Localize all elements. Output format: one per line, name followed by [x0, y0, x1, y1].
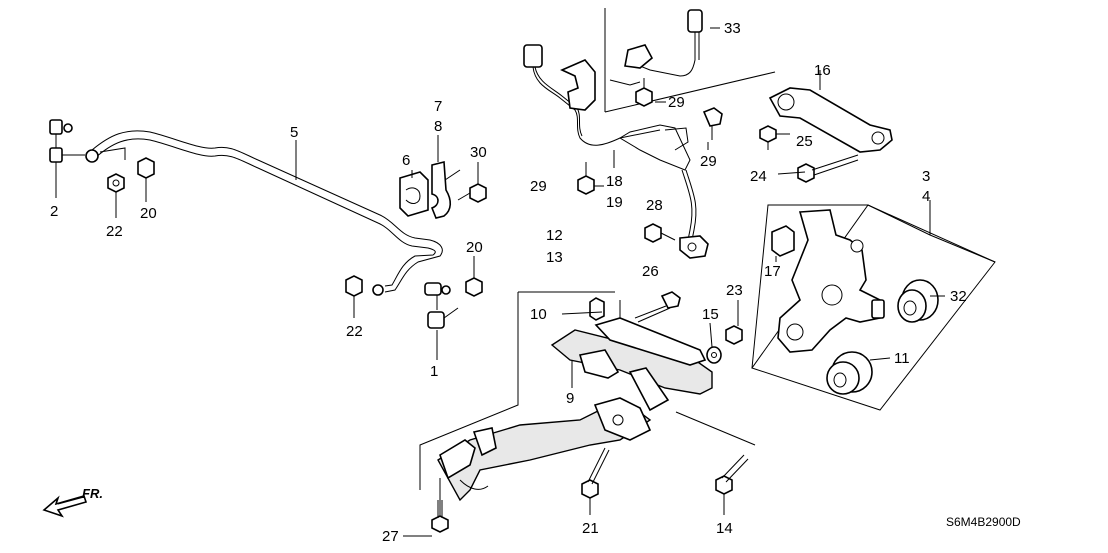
nut-22-left — [107, 173, 125, 218]
abs-sensor-harness — [523, 44, 709, 259]
part-labels: 7 8 5 6 30 2 22 20 20 22 1 33 29 29 29 1… — [50, 20, 1021, 545]
label-24: 24 — [750, 168, 767, 185]
nut-20-right — [465, 256, 483, 297]
label-23: 23 — [726, 282, 743, 299]
label-6: 6 — [402, 152, 410, 169]
label-29-left: 29 — [530, 178, 547, 195]
label-29-right: 29 — [700, 153, 717, 170]
label-20-right: 20 — [466, 239, 483, 256]
label-3: 3 — [922, 168, 930, 185]
label-1: 1 — [430, 363, 438, 380]
stabilizer-holder — [430, 135, 461, 219]
nut-22-right — [345, 275, 363, 318]
bolt-29-left — [577, 162, 595, 195]
label-20-left: 20 — [140, 205, 157, 222]
label-7: 7 — [434, 98, 442, 115]
bolt-30 — [457, 162, 487, 203]
inset-sensor-33 — [604, 8, 776, 113]
label-9: 9 — [566, 390, 574, 407]
stabilizer-link-right — [424, 282, 459, 360]
bolt-14 — [715, 454, 749, 515]
leader-lines — [295, 27, 945, 388]
label-19: 19 — [606, 194, 623, 211]
bolt-29-right — [702, 107, 723, 140]
stabilizer-bushing — [399, 171, 429, 217]
washer-15 — [706, 346, 722, 364]
label-11: 11 — [894, 350, 910, 367]
label-5: 5 — [290, 124, 298, 141]
front-direction-arrow: FR. — [42, 486, 103, 518]
label-22-right: 22 — [346, 323, 363, 340]
label-14: 14 — [716, 520, 733, 537]
bolt-24 — [797, 154, 859, 183]
label-32: 32 — [950, 288, 967, 305]
label-4: 4 — [922, 188, 930, 205]
label-29-inset: 29 — [668, 94, 685, 111]
bolt-28 — [644, 223, 676, 243]
lower-arm-group — [419, 291, 756, 520]
label-15: 15 — [702, 306, 719, 323]
label-33: 33 — [724, 20, 741, 37]
front-label: FR. — [82, 486, 103, 501]
label-8: 8 — [434, 118, 442, 135]
bushing-32 — [897, 279, 939, 323]
bushing-17 — [771, 225, 795, 262]
bolt-25 — [759, 125, 790, 150]
nut-20-left — [137, 157, 155, 202]
label-26: 26 — [642, 263, 659, 280]
label-28: 28 — [646, 197, 663, 214]
bolt-26 — [634, 291, 681, 323]
label-13: 13 — [546, 249, 563, 266]
label-25: 25 — [796, 133, 813, 150]
stabilizer-link-left — [49, 119, 85, 198]
label-30: 30 — [470, 144, 487, 161]
bolt-27 — [431, 500, 449, 533]
bolt-21 — [581, 447, 610, 515]
label-27: 27 — [382, 528, 399, 545]
label-10: 10 — [530, 306, 547, 323]
label-16: 16 — [814, 62, 831, 79]
stabilizer-bar — [85, 130, 443, 296]
upper-arm — [768, 70, 893, 153]
label-17: 17 — [764, 263, 781, 280]
label-21: 21 — [582, 520, 599, 537]
label-22-left: 22 — [106, 223, 123, 240]
knuckle-group — [751, 200, 996, 411]
label-18: 18 — [606, 173, 623, 190]
label-2: 2 — [50, 203, 58, 220]
nut-23 — [725, 325, 743, 345]
diagram-code: S6M4B2900D — [946, 515, 1021, 529]
bushing-11 — [826, 351, 891, 395]
label-12: 12 — [546, 227, 563, 244]
